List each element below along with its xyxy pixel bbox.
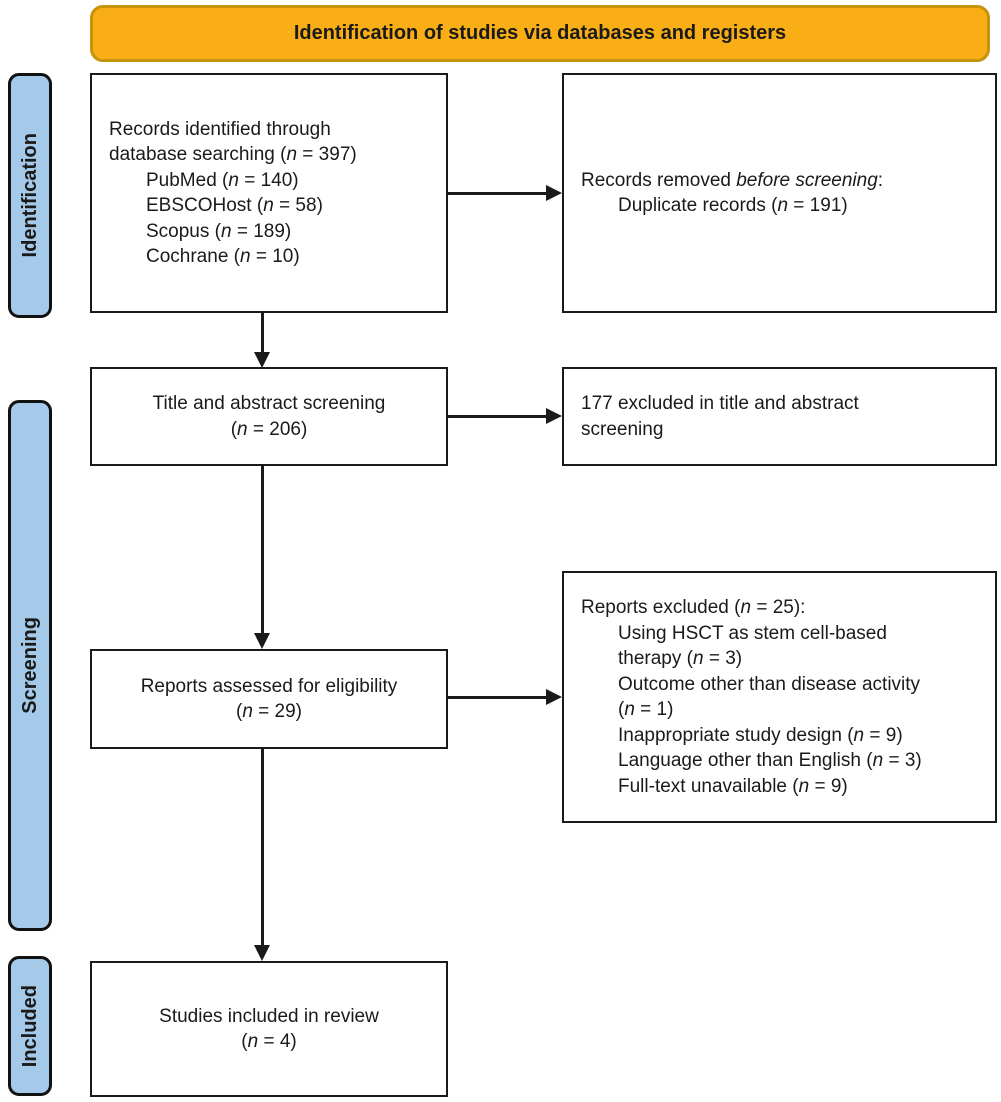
stage-label-included-text: Included: [18, 984, 41, 1068]
box-records-removed: Records removed before screening:Duplica…: [562, 73, 997, 313]
box-reports-assessed: Reports assessed for eligibility(n = 29): [90, 649, 448, 749]
box-reports-excluded: Reports excluded (n = 25):Using HSCT as …: [562, 571, 997, 823]
banner-title: Identification of studies via databases …: [293, 22, 787, 44]
arrow-records-to-title-abstract: [261, 313, 264, 353]
arrow-title-abstract-to-reports-assessed: [261, 466, 264, 634]
arrow-reports-assessed-to-excluded: [448, 696, 547, 699]
box-title-abstract-screening: Title and abstract screening(n = 206): [90, 367, 448, 466]
stage-label-screening-text: Screening: [18, 617, 41, 714]
arrow-records-to-removed: [448, 192, 547, 195]
stage-label-identification: Identification: [8, 73, 52, 318]
banner: Identification of studies via databases …: [90, 5, 990, 62]
arrow-title-abstract-to-excluded: [448, 415, 547, 418]
arrow-reports-assessed-to-included: [261, 749, 264, 946]
stage-label-screening: Screening: [8, 400, 52, 931]
stage-label-identification-text: Identification: [18, 133, 41, 258]
stage-label-included: Included: [8, 956, 52, 1096]
box-studies-included: Studies included in review(n = 4): [90, 961, 448, 1097]
